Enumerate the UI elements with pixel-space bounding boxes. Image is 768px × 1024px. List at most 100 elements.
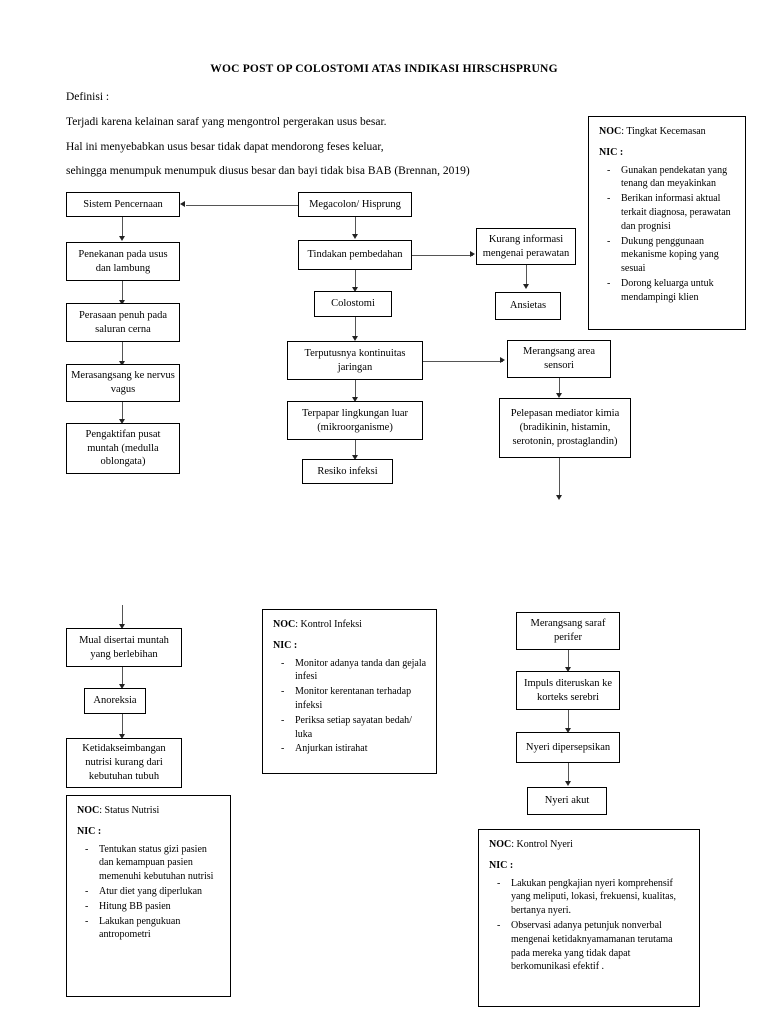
- arrow-down-nyeri-akut: [565, 781, 571, 786]
- arrow-down-terpapar: [352, 397, 358, 402]
- arrow-down-pengaktifan: [119, 419, 125, 424]
- panel-nyeri-noc-line: NOC: Kontrol Nyeri: [489, 838, 690, 852]
- panel-noc-tingkat-kecemasan: NOC: Tingkat Kecemasan NIC : Gunakan pen…: [588, 116, 746, 330]
- panel-nyeri-list: Lakukan pengkajian nyeri komprehensif ya…: [489, 877, 690, 975]
- connector-terpapar-to-resiko: [355, 440, 356, 458]
- list-item: Hitung BB pasien: [85, 900, 221, 914]
- list-item: Anjurkan istirahat: [281, 742, 427, 756]
- arrow-down-mediator-continue: [556, 495, 562, 500]
- panel-nutrisi-noc-line: NOC: Status Nutrisi: [77, 804, 221, 818]
- connector-nervus-to-pengaktifan: [122, 402, 123, 422]
- panel-kecemasan-list: Gunakan pendekatan yang tenang dan meyak…: [599, 164, 736, 305]
- panel-kecemasan-nic-label: NIC :: [599, 146, 624, 158]
- connector-colostomi-to-terputusnya: [355, 317, 356, 339]
- arrow-down-impuls: [565, 667, 571, 672]
- box-mual-muntah: Mual disertai muntah yang berlebihan: [66, 628, 182, 667]
- panel-kecemasan-noc-label: NOC: [599, 126, 622, 137]
- connector-megacolon-to-sistem: [186, 205, 298, 206]
- definition-line-2: Hal ini menyebabkan usus besar tidak dap…: [66, 141, 384, 153]
- panel-noc-kontrol-nyeri: NOC: Kontrol Nyeri NIC : Lakukan pengkaj…: [478, 829, 700, 1007]
- box-impuls-korteks: Impuls diteruskan ke korteks serebri: [516, 671, 620, 710]
- box-ansietas: Ansietas: [495, 292, 561, 320]
- box-ketidakseimbangan-nutrisi: Ketidakseimbangan nutrisi kurang dari ke…: [66, 738, 182, 788]
- box-merangsang-saraf-perifer: Merangsang saraf perifer: [516, 612, 620, 650]
- box-perasaan-penuh: Perasaan penuh pada saluran cerna: [66, 303, 180, 342]
- list-item: Lakukan pengkajian nyeri komprehensif ya…: [497, 877, 690, 918]
- box-pelepasan-mediator-kimia: Pelepasan mediator kimia (bradikinin, hi…: [499, 398, 631, 458]
- arrow-left-sistem: [180, 201, 185, 207]
- panel-noc-status-nutrisi: NOC: Status Nutrisi NIC : Tentukan statu…: [66, 795, 231, 997]
- arrow-right-sensori: [500, 357, 505, 363]
- arrow-down-resiko-infeksi: [352, 455, 358, 460]
- panel-nutrisi-list: Tentukan status gizi pasien dan kemampua…: [77, 843, 221, 943]
- list-item: Gunakan pendekatan yang tenang dan meyak…: [607, 164, 736, 192]
- connector-sensori-to-mediator: [559, 378, 560, 396]
- panel-infeksi-noc-line: NOC: Kontrol Infeksi: [273, 618, 427, 632]
- panel-nutrisi-noc-label: NOC: [77, 805, 100, 816]
- connector-kurang-informasi-to-ansietas: [526, 265, 527, 287]
- box-merangsang-area-sensori: Merangsang area sensori: [507, 340, 611, 378]
- connector-tindakan-to-colostomi: [355, 270, 356, 290]
- panel-infeksi-list: Monitor adanya tanda dan gejala infesi M…: [273, 657, 427, 757]
- box-resiko-infeksi: Resiko infeksi: [302, 459, 393, 484]
- box-kurang-informasi: Kurang informasi mengenai perawatan: [476, 228, 576, 265]
- box-terputusnya-kontinuitas: Terputusnya kontinuitas jaringan: [287, 341, 423, 380]
- panel-infeksi-noc-value: : Kontrol Infeksi: [295, 619, 362, 630]
- panel-kecemasan-noc-line: NOC: Tingkat Kecemasan: [599, 125, 736, 139]
- panel-nyeri-nic-label: NIC :: [489, 859, 514, 871]
- box-penekanan-usus: Penekanan pada usus dan lambung: [66, 242, 180, 281]
- list-item: Dorong keluarga untuk mendampingi klien: [607, 277, 736, 305]
- arrow-down-mediator: [556, 393, 562, 398]
- list-item: Monitor kerentanan terhadap infeksi: [281, 685, 427, 713]
- panel-nutrisi-nic-label: NIC :: [77, 825, 102, 837]
- definition-line-1: Terjadi karena kelainan saraf yang mengo…: [66, 116, 387, 128]
- connector-sistem-to-penekanan: [122, 217, 123, 239]
- panel-nyeri-noc-label: NOC: [489, 839, 512, 850]
- list-item: Tentukan status gizi pasien dan kemampua…: [85, 843, 221, 884]
- arrow-down-ketidakseimbangan: [119, 734, 125, 739]
- box-anoreksia: Anoreksia: [84, 688, 146, 714]
- panel-infeksi-nic-label: NIC :: [273, 639, 298, 651]
- connector-mediator-downward: [559, 458, 560, 498]
- panel-infeksi-noc-label: NOC: [273, 619, 296, 630]
- panel-kecemasan-noc-value: : Tingkat Kecemasan: [621, 126, 706, 137]
- box-merangsang-nervus-vagus: Merasangsang ke nervus vagus: [66, 364, 180, 402]
- arrow-down-nyeri-dipersepsikan: [565, 728, 571, 733]
- connector-impuls-to-nyeri-dipersepsikan: [568, 710, 569, 731]
- connector-perifer-to-impuls: [568, 650, 569, 670]
- list-item: Dukung penggunaan mekanisme koping yang …: [607, 235, 736, 276]
- arrow-right-kurang-informasi: [470, 251, 475, 257]
- definition-line-3: sehingga menumpuk menumpuk diusus besar …: [66, 165, 470, 177]
- arrow-down-nervus: [119, 361, 125, 366]
- list-item: Periksa setiap sayatan bedah/ luka: [281, 714, 427, 742]
- arrow-down-terputusnya: [352, 336, 358, 341]
- box-megacolon-hisprung: Megacolon/ Hisprung: [298, 192, 412, 217]
- page-title: WOC POST OP COLOSTOMI ATAS INDIKASI HIRS…: [210, 63, 558, 75]
- panel-nutrisi-noc-value: : Status Nutrisi: [99, 805, 160, 816]
- box-nyeri-dipersepsikan: Nyeri dipersepsikan: [516, 732, 620, 763]
- connector-penekanan-to-perasaan: [122, 281, 123, 303]
- box-tindakan-pembedahan: Tindakan pembedahan: [298, 240, 412, 270]
- panel-nyeri-noc-value: : Kontrol Nyeri: [511, 839, 573, 850]
- panel-noc-kontrol-infeksi: NOC: Kontrol Infeksi NIC : Monitor adany…: [262, 609, 437, 774]
- list-item: Observasi adanya petunjuk nonverbal meng…: [497, 919, 690, 974]
- connector-tindakan-to-kurang-informasi: [412, 255, 473, 256]
- connector-into-mual: [122, 605, 123, 627]
- arrow-down-tindakan: [352, 234, 358, 239]
- connector-dipersepsikan-to-nyeri-akut: [568, 763, 569, 784]
- box-terpapar-lingkungan-luar: Terpapar lingkungan luar (mikroorganisme…: [287, 401, 423, 440]
- box-colostomi: Colostomi: [314, 291, 392, 317]
- list-item: Lakukan pengukuan antropometri: [85, 915, 221, 943]
- connector-anoreksia-to-ketidakseimbangan: [122, 714, 123, 737]
- connector-perasaan-to-nervus: [122, 342, 123, 364]
- arrow-down-mual: [119, 624, 125, 629]
- arrow-down-perasaan: [119, 300, 125, 305]
- arrow-down-ansietas: [523, 284, 529, 289]
- arrow-down-penekanan: [119, 236, 125, 241]
- box-pengaktifan-pusat-muntah: Pengaktifan pusat muntah (medulla oblong…: [66, 423, 180, 474]
- connector-mual-to-anoreksia: [122, 667, 123, 687]
- connector-megacolon-to-tindakan: [355, 217, 356, 237]
- arrow-down-anoreksia: [119, 684, 125, 689]
- connector-terputusnya-to-terpapar: [355, 380, 356, 400]
